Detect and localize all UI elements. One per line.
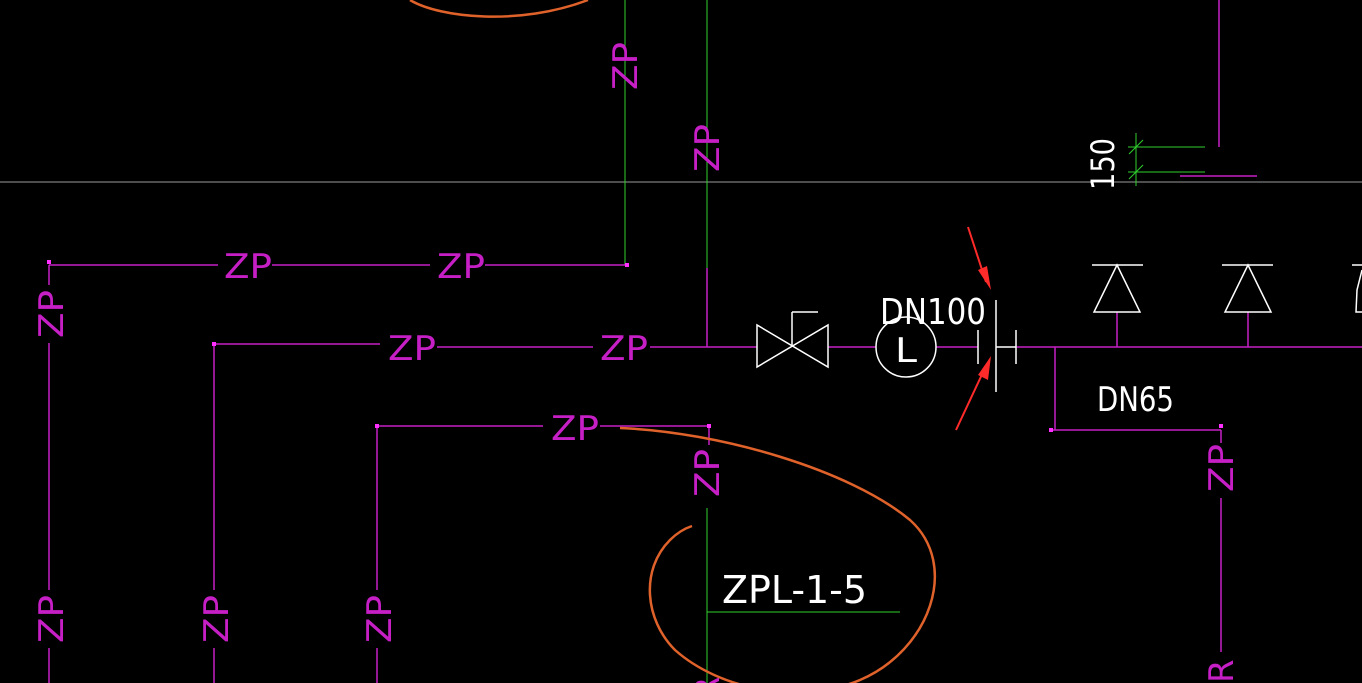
sprinkler-head-icon <box>1352 264 1362 313</box>
pipe-label: ZP <box>437 247 485 287</box>
pipe-node <box>47 260 51 264</box>
pipe-node <box>1049 428 1053 432</box>
flow-meter-icon: L <box>875 316 937 378</box>
pipe-label: ZP <box>600 329 648 369</box>
gate-valve-icon <box>756 311 829 369</box>
orange-annotation-top <box>409 0 589 18</box>
dimension-label: 150 <box>1084 138 1122 190</box>
green-lines <box>624 0 1205 683</box>
pipe-node <box>375 424 379 428</box>
pipe-label: ZP <box>688 124 728 172</box>
red-arrow-icon <box>967 226 991 290</box>
pipe-node <box>625 263 629 267</box>
pipe-label: ZP <box>32 290 72 338</box>
pipe-label: ZP <box>360 595 400 643</box>
pipe-label-partial: R <box>1202 659 1242 683</box>
pipe-label: ZP <box>388 329 436 369</box>
flange-icon <box>977 300 1017 392</box>
pipe-network <box>48 0 1362 683</box>
pipe-label: ZP <box>224 247 272 287</box>
branch-diameter-label: DN65 <box>1097 380 1174 420</box>
pipe-label-partial: R <box>688 676 728 683</box>
pipe-node <box>212 342 216 346</box>
sprinkler-head-icon <box>1092 263 1143 313</box>
flow-meter-symbol: L <box>895 331 917 371</box>
orange-annotation-loop <box>619 426 936 683</box>
pipe-labels-vertical: ZP ZP ZP ZP ZP ZP ZP ZP R R <box>32 42 1242 683</box>
riser-label: ZPL-1-5 <box>722 568 867 612</box>
dim-tick-top <box>1128 139 1144 155</box>
pipe-label: ZP <box>688 449 728 497</box>
pipe-label: ZP <box>197 595 237 643</box>
pipe-node <box>1219 424 1223 428</box>
sprinkler-head-icon <box>1222 263 1273 313</box>
pipe-label: ZP <box>32 595 72 643</box>
pipe-node <box>707 424 711 428</box>
red-arrow-icon <box>955 356 991 431</box>
pipe-label: ZP <box>551 409 599 449</box>
pipe-labels-horizontal: ZP ZP ZP ZP ZP <box>224 247 648 449</box>
dim-tick-bottom <box>1128 164 1144 180</box>
pipe-nodes <box>47 260 1223 432</box>
pipe-label: ZP <box>606 42 646 90</box>
main-diameter-label: DN100 <box>880 292 986 333</box>
pipe-label: ZP <box>1202 444 1242 492</box>
